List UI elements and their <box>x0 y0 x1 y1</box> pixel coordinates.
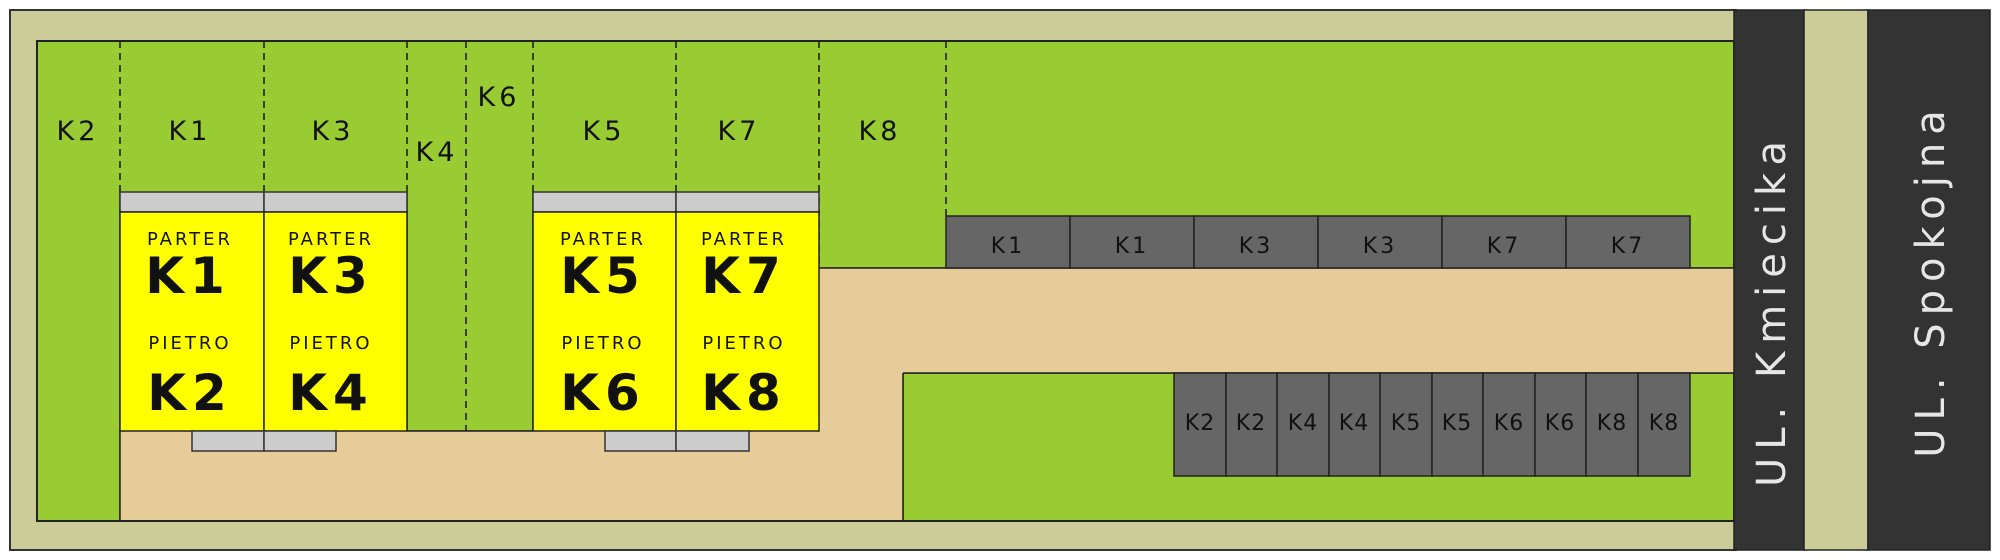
building-3-upper-label: PIETRO <box>561 333 644 354</box>
parking-label: K6 <box>1545 411 1575 436</box>
plot-label-k3: K3 <box>312 116 355 147</box>
parking-label: K7 <box>1611 234 1645 259</box>
building-3-ground-label: PARTER <box>560 229 646 250</box>
building-2-upper-unit: K4 <box>288 364 374 422</box>
parking-space <box>1317 215 1443 269</box>
plot-label-k8: K8 <box>859 116 902 147</box>
plot-label-k4: K4 <box>416 137 459 168</box>
building-4-upper-label: PIETRO <box>702 333 785 354</box>
building-2-upper-label: PIETRO <box>289 333 372 354</box>
parking-label: K4 <box>1288 411 1318 436</box>
building-1-ground-unit: K1 <box>145 247 231 305</box>
terrace-top-1 <box>119 191 265 213</box>
parking-label: K3 <box>1239 234 1273 259</box>
building-unit-1 <box>119 211 265 432</box>
parking-label: K1 <box>1115 234 1149 259</box>
parking-space <box>1482 372 1536 477</box>
parking-space <box>1565 215 1691 269</box>
building-unit-4 <box>675 211 820 432</box>
street-gap <box>1803 9 1869 551</box>
terrace-bottom-1 <box>191 430 265 452</box>
street-spokojna <box>1867 9 1991 551</box>
building-unit-2 <box>263 211 408 432</box>
terrace-top-4 <box>675 191 820 213</box>
parking-label: K5 <box>1391 411 1421 436</box>
parking-space <box>1441 215 1567 269</box>
building-1-upper-unit: K2 <box>147 364 233 422</box>
parking-label: K3 <box>1363 234 1397 259</box>
parking-space <box>1069 215 1195 269</box>
driveway-upper <box>819 268 1734 373</box>
parking-label: K8 <box>1597 411 1627 436</box>
parking-bottom-row: K2 K2 K4 K4 K5 K5 K6 K6 K8 K8 <box>1173 372 1691 477</box>
terrace-bottom-3 <box>604 430 677 452</box>
parking-label: K5 <box>1442 411 1472 436</box>
parking-space <box>1637 372 1691 477</box>
street-label-spokojna: UL. Spokojna <box>1908 102 1954 457</box>
plot-label-k7: K7 <box>718 116 761 147</box>
terrace-top-2 <box>263 191 408 213</box>
parking-label: K8 <box>1649 411 1679 436</box>
building-unit-3 <box>532 211 677 432</box>
street-kmiecika <box>1733 9 1805 551</box>
parking-label: K2 <box>1185 411 1215 436</box>
plot-label-k6: K6 <box>478 82 521 113</box>
parking-label: K2 <box>1236 411 1266 436</box>
parking-space <box>1173 372 1227 477</box>
building-1-upper-label: PIETRO <box>148 333 231 354</box>
parking-label: K6 <box>1494 411 1524 436</box>
parking-space <box>1379 372 1433 477</box>
building-3-ground-unit: K5 <box>560 247 646 305</box>
parking-top-row: K1 K1 K3 K3 K7 K7 <box>945 215 1691 269</box>
building-2-ground-unit: K3 <box>288 247 374 305</box>
building-4-upper-unit: K8 <box>701 364 787 422</box>
parking-label: K7 <box>1487 234 1521 259</box>
terrace-bottom-4 <box>675 430 750 452</box>
driveway-mid <box>819 373 903 433</box>
plot-label-k1: K1 <box>169 116 212 147</box>
parking-space <box>1328 372 1381 477</box>
building-2-ground-label: PARTER <box>288 229 374 250</box>
parking-label: K4 <box>1339 411 1369 436</box>
plot-label-k5: K5 <box>583 116 626 147</box>
parking-space <box>1276 372 1330 477</box>
plot-label-strip: K2 <box>57 116 100 147</box>
parking-space <box>1193 215 1319 269</box>
parking-space <box>1431 372 1484 477</box>
street-label-kmiecika: UL. Kmiecika <box>1749 133 1795 487</box>
building-3-upper-unit: K6 <box>560 364 646 422</box>
parking-space <box>945 215 1071 269</box>
terrace-bottom-2 <box>263 430 337 452</box>
terrace-top-3 <box>532 191 677 213</box>
building-4-ground-unit: K7 <box>701 247 787 305</box>
parking-label: K1 <box>991 234 1025 259</box>
building-1-ground-label: PARTER <box>147 229 233 250</box>
parking-space <box>1534 372 1587 477</box>
building-4-ground-label: PARTER <box>701 229 787 250</box>
